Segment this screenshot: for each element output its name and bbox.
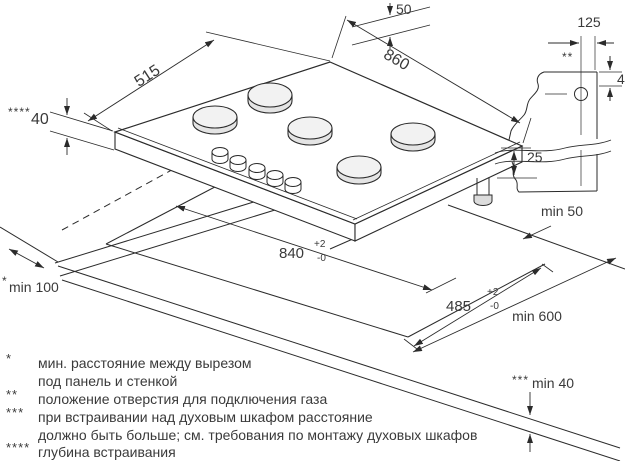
gas-hole-detail-view — [494, 36, 622, 193]
footnote-2-line-1: положение отверстия для подключения газа — [38, 391, 327, 407]
dim-min100-label: min 100 — [9, 279, 59, 295]
dim-min100-line — [8, 248, 45, 269]
control-knobs — [211, 147, 302, 194]
footnote-1-line-1: мин. расстояние между вырезом — [38, 355, 252, 371]
dim-840-tol-minus: -0 — [317, 253, 326, 264]
break-line-1 — [494, 139, 612, 154]
footnote-marker-1: * — [6, 351, 12, 366]
burner-back — [247, 82, 293, 114]
dim-840-label: 840 — [279, 245, 304, 262]
dim-860-line — [346, 19, 521, 124]
hob-panel — [113, 61, 524, 242]
dimension-lines — [8, 3, 617, 452]
burner-front — [336, 155, 382, 185]
dim-840-tol-plus: +2 — [314, 239, 326, 250]
cutout-front-edge — [105, 243, 409, 338]
countertop-front-edge-2 — [61, 279, 621, 461]
dim-min50-arrow — [522, 225, 552, 240]
burners — [192, 82, 436, 185]
cutout-left-edge — [105, 177, 233, 245]
dimension-labels: 515 860 50 125 ** 4 **** 40 25 min 50 84… — [2, 1, 625, 391]
dim-485-line — [413, 267, 542, 347]
break-line-2 — [494, 150, 612, 165]
gas-hole-marker: ** — [562, 50, 573, 64]
footnote-marker-4: **** — [6, 440, 30, 455]
dim-485-label: 485 — [446, 298, 471, 315]
dim-25-label: 25 — [527, 149, 543, 165]
dim-4-label: 4 — [617, 71, 625, 87]
knob-3 — [248, 163, 266, 180]
dim-50-label: 50 — [396, 1, 412, 17]
knob-5 — [284, 177, 302, 194]
cutout-hidden-edge — [61, 159, 191, 231]
dim-40-label: 40 — [31, 111, 49, 128]
knob-2 — [229, 155, 247, 172]
dim-840-line — [175, 205, 433, 291]
dim-min600-label: min 600 — [512, 308, 562, 324]
gas-pipe-fitting — [473, 194, 493, 206]
knob-4 — [266, 170, 284, 187]
dim-125-label: 125 — [577, 14, 601, 30]
dim-485-tol-plus: +2 — [487, 287, 499, 298]
footnote-marker-2: ** — [6, 387, 18, 402]
footnote-3-line-2: должно быть больше; см. требования по мо… — [38, 427, 477, 443]
dim-485-tol-minus: -0 — [490, 301, 499, 312]
depth-marker: **** — [8, 105, 31, 119]
dim-515-line — [87, 39, 215, 122]
dim-min600-line — [412, 257, 617, 353]
countertop-lines — [0, 159, 625, 461]
detail-outline-bottom — [511, 161, 598, 193]
wall-edge — [0, 226, 59, 263]
footnote-1-line-2: под панель и стенкой — [38, 373, 177, 389]
gas-pipe — [473, 177, 493, 206]
footnote-marker-3: *** — [6, 405, 24, 420]
burner-right — [390, 122, 436, 152]
footnote-4-line-1: глубина встраивания — [38, 444, 176, 460]
knob-1 — [211, 147, 229, 164]
footnotes: * мин. расстояние между вырезом под пане… — [6, 351, 477, 460]
dim-min50-label: min 50 — [541, 203, 583, 219]
hob-rim-left — [117, 127, 358, 220]
footnote-3-line-1: при встраивании над духовым шкафом расст… — [38, 409, 373, 425]
detail-outline-top — [508, 71, 597, 141]
min100-marker: * — [2, 274, 8, 288]
burner-left — [192, 105, 238, 135]
countertop-right-edge — [447, 204, 625, 270]
countertop-front-edge — [57, 265, 621, 449]
dim-860-label: 860 — [380, 46, 412, 74]
dim-515-label: 515 — [132, 62, 164, 91]
dim-min40-label: min 40 — [532, 375, 574, 391]
min40-marker: *** — [512, 373, 529, 387]
burner-center — [287, 116, 333, 146]
